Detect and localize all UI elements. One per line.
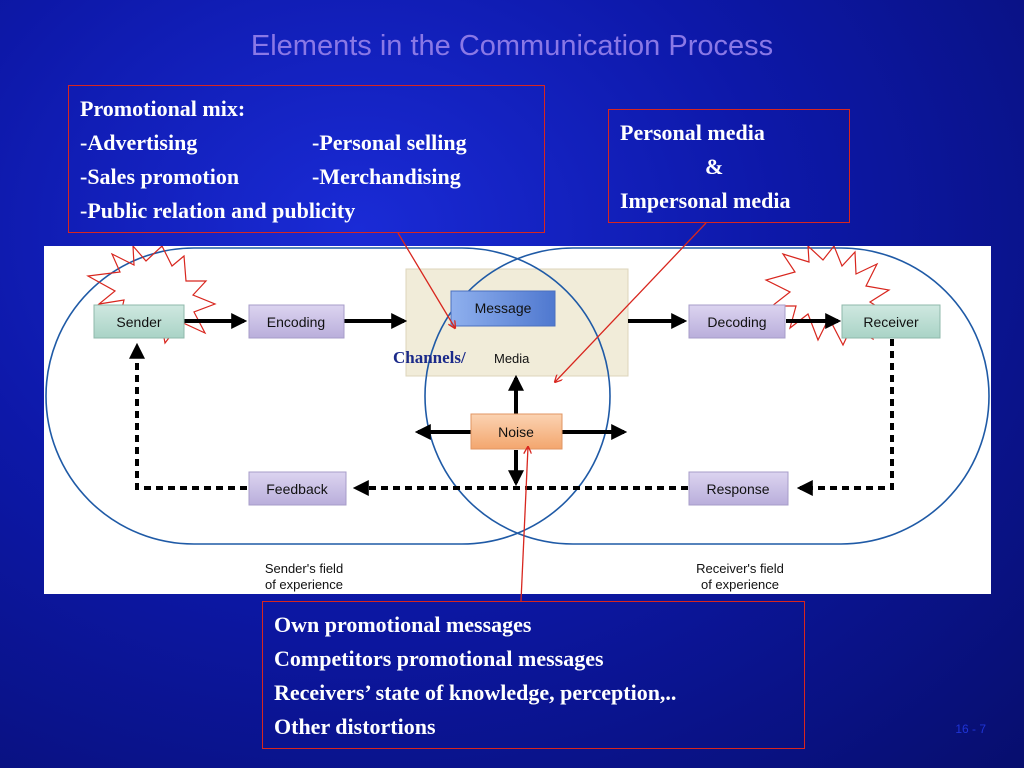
- noise-node: [470, 413, 563, 450]
- response-node: [688, 471, 789, 506]
- communication-diagram: Sender Encoding Message Channels/ Media …: [44, 246, 991, 594]
- receiver-field-label: Receiver's field: [696, 561, 784, 576]
- noise-source-line: Receivers’ state of knowledge, perceptio…: [274, 680, 677, 705]
- receiver-field-ellipse: [424, 247, 990, 545]
- slide-number: 16 - 7: [955, 722, 986, 736]
- sender-label: Sender: [116, 314, 161, 330]
- sender-field-ellipse: [45, 247, 611, 545]
- noise-sources-box: Own promotional messages Competitors pro…: [262, 601, 805, 749]
- noise-source-line: Competitors promotional messages: [274, 646, 604, 671]
- receiver-field-label-line2: of experience: [701, 577, 779, 592]
- media-line-ampersand: &: [705, 154, 724, 179]
- media-label: Media: [494, 351, 530, 366]
- receiver-starburst-icon: [764, 246, 891, 347]
- promo-item: -Sales promotion: [80, 164, 240, 189]
- receiver-to-response-dashed-arrow: [796, 339, 894, 496]
- promotional-mix-box: Promotional mix: -Advertising -Personal …: [68, 85, 545, 233]
- promo-row: -Public relation and publicity: [80, 194, 544, 228]
- encoding-label: Encoding: [267, 314, 325, 330]
- promo-row: -Advertising -Personal selling: [80, 126, 544, 160]
- sender-field-label: Sender's field: [265, 561, 343, 576]
- promo-item: -Public relation and publicity: [80, 198, 356, 223]
- channels-label: Channels/: [393, 348, 466, 367]
- decoding-label: Decoding: [707, 314, 766, 330]
- noise-source-line: Other distortions: [274, 714, 436, 739]
- media-box: Personal media & Impersonal media: [608, 109, 850, 223]
- noise-source-line: Own promotional messages: [274, 612, 532, 637]
- media-line-impersonal: Impersonal media: [620, 188, 791, 213]
- promo-item: -Advertising: [80, 130, 198, 155]
- feedback-node: [248, 471, 347, 506]
- feedback-to-sender-dashed-arrow: [129, 342, 247, 490]
- media-line-personal: Personal media: [620, 120, 765, 145]
- encoding-node: [248, 304, 345, 339]
- sender-node: [93, 304, 185, 339]
- receiver-label: Receiver: [863, 314, 919, 330]
- response-label: Response: [706, 481, 769, 497]
- noise-label: Noise: [498, 424, 534, 440]
- receiver-node: [841, 304, 941, 339]
- promo-row: -Sales promotion -Merchandising: [80, 160, 544, 194]
- slide-title: Elements in the Communication Process: [250, 30, 774, 62]
- promo-item: -Merchandising: [312, 164, 461, 189]
- message-label: Message: [475, 300, 532, 316]
- promotional-mix-heading: Promotional mix:: [80, 96, 246, 121]
- promo-item: -Personal selling: [312, 130, 467, 155]
- sender-field-label-line2: of experience: [265, 577, 343, 592]
- feedback-label: Feedback: [266, 481, 328, 497]
